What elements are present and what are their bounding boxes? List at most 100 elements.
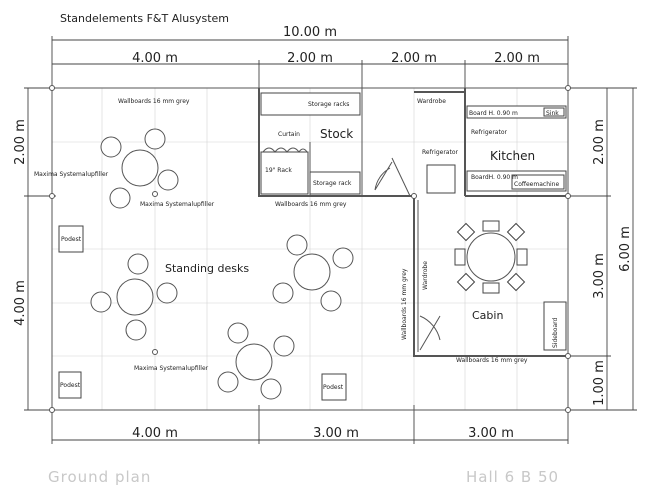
stock-room: Storage racks Curtain 19" Rack Storage r…: [260, 92, 361, 195]
curtain-icon: [262, 147, 308, 153]
walls: [258, 88, 568, 357]
stool: [260, 378, 282, 400]
dim-bottom-2: 3.00 m: [313, 426, 359, 441]
label-podest-3: Podest: [323, 384, 344, 391]
storage-rack-bottom: [309, 171, 361, 195]
podest-3: [321, 373, 347, 401]
label-refrigerator-2: Refrigerator: [422, 149, 459, 156]
label-coffeemachine: Coffeemachine: [514, 181, 559, 188]
room-cabin: Cabin: [472, 309, 503, 322]
storage-racks-top: [260, 92, 361, 116]
cabin-chair: [456, 222, 476, 242]
room-kitchen: Kitchen: [490, 149, 535, 163]
stool: [100, 136, 122, 158]
stool: [156, 282, 178, 304]
cabin-chair: [456, 272, 476, 292]
label-wallboards-top: Wallboards 16 mm grey: [118, 98, 190, 105]
standing-table: [235, 343, 273, 381]
top-dimensions: 10.00 m 4.00 m 2.00 m 2.00 m 2.00 m: [51, 25, 569, 92]
stool: [320, 290, 342, 312]
dim-top-2: 2.00 m: [287, 51, 333, 66]
dim-left-2: 4.00 m: [13, 280, 28, 326]
label-refrigerator-1: Refrigerator: [471, 129, 508, 136]
standing-desk-group-1: [100, 128, 179, 209]
footer-hall: Hall 6 B 50: [466, 468, 559, 486]
right-dimensions: 2.00 m 3.00 m 1.00 m 6.00 m: [564, 87, 637, 411]
stool: [125, 319, 147, 341]
label-podest-1: Podest: [61, 236, 82, 243]
standing-desk-group-3: [272, 234, 354, 312]
left-dimensions: 2.00 m 4.00 m: [13, 87, 56, 411]
cabin-chair: [506, 272, 526, 292]
stool: [90, 291, 112, 313]
cabin-chair: [516, 248, 528, 266]
label-maxima-3: Maxima Systemalupfiller: [134, 365, 209, 372]
stool: [272, 282, 294, 304]
cabin-chair: [482, 282, 500, 294]
dim-bottom-1: 4.00 m: [132, 426, 178, 441]
footer-ground-plan: Ground plan: [48, 468, 151, 486]
dim-right-1: 2.00 m: [592, 119, 607, 165]
dim-bottom-3: 3.00 m: [468, 426, 514, 441]
dim-right-2: 3.00 m: [592, 253, 607, 299]
plan-title: Standelements F&T Alusystem: [60, 12, 229, 25]
label-curtain: Curtain: [278, 131, 300, 138]
cabin-chair: [506, 222, 526, 242]
dim-right-total: 6.00 m: [618, 226, 633, 272]
label-sideboard: Sideboard: [552, 318, 559, 348]
stool: [217, 371, 239, 393]
label-sink: Sink: [546, 110, 559, 117]
label-podest-2: Podest: [60, 382, 81, 389]
room-stock: Stock: [320, 127, 353, 141]
stool: [227, 322, 249, 344]
dim-top-3: 2.00 m: [391, 51, 437, 66]
dim-top-1: 4.00 m: [132, 51, 178, 66]
refrigerator-box: [426, 164, 456, 194]
cabin-chair: [454, 248, 466, 266]
label-wardrobe-top: Wardrobe: [417, 98, 446, 105]
standing-table: [121, 149, 159, 187]
standing-desk-group-2: [90, 253, 178, 341]
standing-table: [293, 253, 331, 291]
label-storage-rack: Storage rack: [313, 180, 352, 187]
sideboard-box: [543, 301, 567, 351]
label-maxima-2: Maxima Systemalupfiller: [140, 201, 215, 208]
label-wallboards-mid: Wallboards 16 mm grey: [275, 201, 347, 208]
kitchen-room: Wardrobe Board H. 0.90 m Sink Refrigerat…: [417, 98, 567, 194]
cabin-chair: [482, 220, 500, 232]
cabin-room: Cabin Sideboard: [419, 220, 567, 351]
posts: [49, 85, 571, 413]
door-swing-cabin: [419, 315, 441, 351]
standing-table: [116, 278, 154, 316]
dim-top-4: 2.00 m: [494, 51, 540, 66]
stool: [144, 128, 166, 150]
podest-2: [58, 371, 82, 399]
sink-icon: [543, 107, 565, 117]
standing-desk-group-4: [217, 322, 295, 400]
board-top: [466, 105, 567, 119]
rack-19: [260, 151, 309, 195]
door-swing-stock: [374, 161, 393, 191]
stool: [286, 234, 308, 256]
coffeemachine-box: [511, 174, 565, 190]
cabin-table: [466, 232, 516, 282]
label-board-bottom: BoardH. 0.90 m: [471, 174, 518, 181]
stool: [127, 253, 149, 275]
dim-top-total: 10.00 m: [283, 25, 337, 40]
label-storage-racks: Storage racks: [308, 101, 349, 108]
stool: [273, 335, 295, 357]
label-rack: 19" Rack: [265, 167, 292, 174]
dim-left-1: 2.00 m: [13, 119, 28, 165]
label-wardrobe-vertical: Wardrobe: [422, 261, 429, 290]
label-wallboards-vertical: Wallboards 16 mm grey: [401, 268, 408, 340]
stool: [157, 169, 179, 191]
stool: [332, 247, 354, 269]
door-line: [391, 157, 411, 197]
label-wallboards-bottom: Wallboards 16 mm grey: [456, 357, 528, 364]
label-board-top: Board H. 0.90 m: [469, 110, 518, 117]
room-standing-desks: Standing desks: [165, 262, 249, 275]
dim-right-3: 1.00 m: [592, 360, 607, 406]
label-maxima-1: Maxima Systemalupfiller: [34, 171, 109, 178]
podest-1: [58, 225, 84, 253]
